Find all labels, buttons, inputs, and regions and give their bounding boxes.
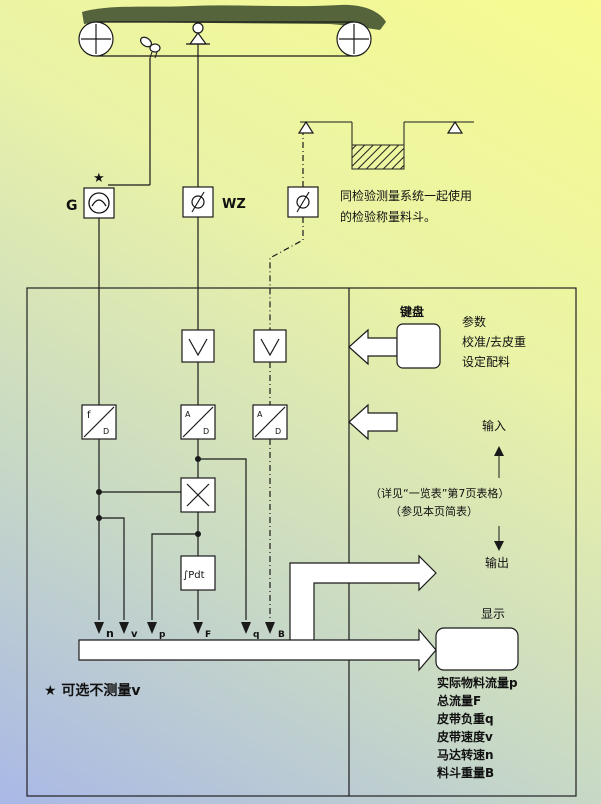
wz-label: WZ [222, 197, 246, 212]
conveyor-belt [78, 4, 386, 59]
svg-text:A: A [185, 410, 191, 419]
amplifier-box-wz [182, 186, 214, 218]
v-box-load [181, 329, 215, 363]
params-line1: 参数 [462, 314, 486, 329]
bus-label-q: q [253, 630, 259, 640]
output-label: 输出 [485, 555, 509, 570]
bus-label-f: F [205, 630, 211, 640]
bus-arrowheads [94, 622, 275, 634]
ad-converter-hopper-box: A D [252, 404, 288, 440]
speed-sensor-icon [139, 36, 161, 59]
svg-text:f: f [87, 410, 91, 421]
svg-text:∫Pdt: ∫Pdt [183, 570, 205, 581]
params-line2: 校准/去皮重 [462, 334, 526, 349]
keyboard-arrow [348, 328, 398, 366]
hopper-note-line2: 的检验称量料斗。 [340, 209, 436, 224]
svg-text:A: A [257, 410, 263, 419]
bus-signal-labels: n v p F q B [106, 627, 285, 640]
input-label: 输入 [482, 418, 506, 433]
ref-line2: （参见本页简表） [390, 504, 478, 518]
star-marker: ★ [93, 171, 105, 186]
integrator-box: ∫Pdt [180, 555, 216, 591]
display-box [435, 627, 519, 671]
hopper-material [351, 144, 405, 170]
verification-hopper [297, 120, 474, 170]
params-line3: 设定配料 [462, 354, 510, 369]
display-item: 实际物料流量p [437, 675, 518, 690]
g-label: G [66, 198, 78, 214]
ad-converter-load-box: A D [180, 404, 216, 440]
hopper-note-line1: 同检验测量系统一起使用 [340, 188, 472, 203]
output-bus-arrow [289, 554, 437, 660]
freq-converter-box: f D [81, 404, 117, 440]
v-box-hopper [253, 329, 287, 363]
display-label: 显示 [481, 607, 505, 621]
multiplier-box [180, 477, 216, 513]
bus-label-b: B [278, 630, 285, 640]
display-item: 马达转速n [437, 747, 494, 762]
keyboard-label: 键盘 [399, 304, 424, 319]
display-item: 皮带负重q [436, 711, 494, 726]
keyboard-box [396, 323, 441, 369]
bulk-material [82, 4, 386, 30]
bus-label-p: p [159, 630, 166, 640]
display-item: 皮带速度v [436, 729, 493, 744]
bus-label-v: v [131, 629, 138, 640]
tacho-box [83, 187, 115, 219]
display-bus-arrow [78, 628, 437, 672]
amplifier-box-hopper [287, 186, 319, 218]
display-item: 料斗重量B [437, 765, 494, 780]
load-cell-icon [186, 22, 210, 45]
input-arrow [348, 403, 398, 441]
ref-line1: （详见“一览表”第7页表格） [370, 486, 509, 500]
svg-text:D: D [275, 427, 281, 436]
controller-enclosure [26, 287, 577, 797]
optional-note: ★ 可选不测量v [44, 682, 141, 699]
svg-text:D: D [203, 427, 209, 436]
bus-label-n: n [106, 627, 114, 640]
display-items: 实际物料流量p 总流量F 皮带负重q 皮带速度v 马达转速n 料斗重量B [436, 675, 518, 780]
display-item: 总流量F [437, 693, 481, 708]
svg-text:D: D [103, 427, 109, 436]
